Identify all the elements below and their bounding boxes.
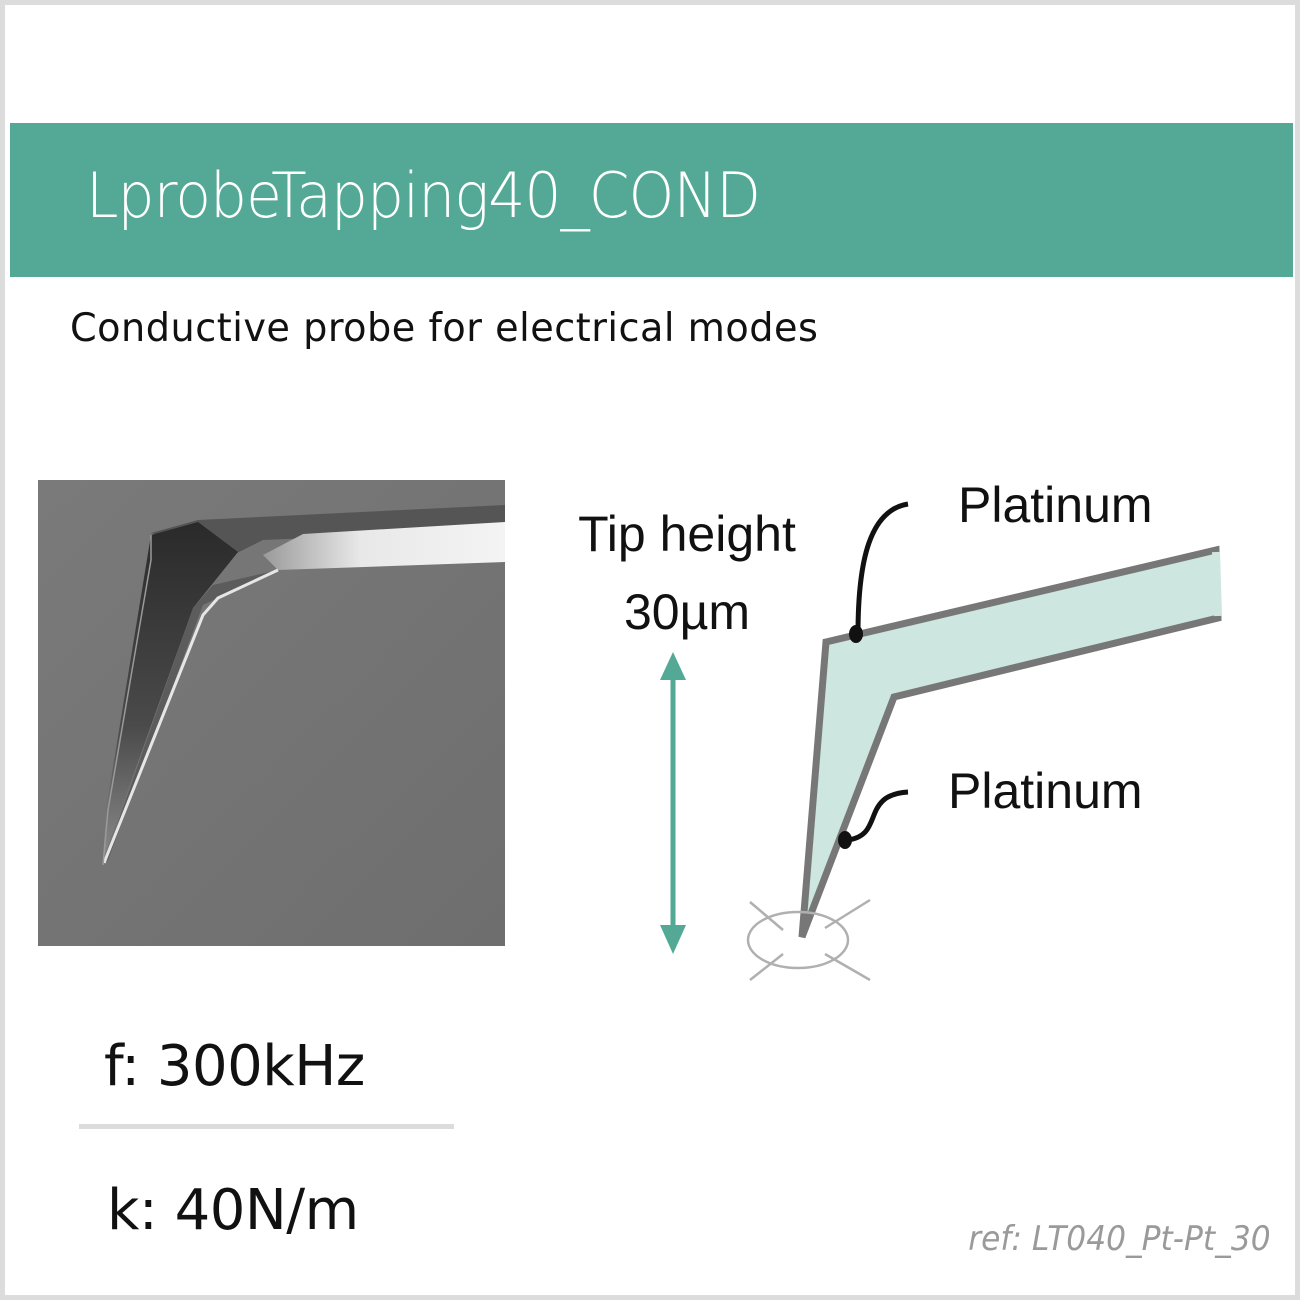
probe-diagram [540,470,1240,990]
platinum-leader-top-icon [849,501,909,643]
sem-probe-illustration [38,480,505,946]
frequency-spec: f: 300kHz [104,1034,365,1099]
coating-label-cantilever: Platinum [958,477,1153,533]
reference-code: ref: LT040_Pt-Pt_30 [968,1219,1271,1259]
tip-height-label: Tip height 30µm [552,496,822,651]
platinum-leader-tip-icon [838,789,909,849]
probe-coating-schematic [660,501,1222,982]
product-title: LprobeTapping40_COND [86,159,761,232]
coating-label-tip: Platinum [948,763,1143,819]
tip-height-text: Tip height [578,506,796,562]
title-banner: LprobeTapping40_COND [10,123,1293,277]
surface-target-icon [746,898,871,982]
tip-height-arrow-icon [660,652,686,954]
spec-divider [79,1124,454,1129]
product-subtitle: Conductive probe for electrical modes [70,306,819,351]
tip-height-value: 30µm [623,583,751,640]
spring-constant-spec: k: 40N/m [107,1178,359,1243]
sem-probe-image [38,480,505,946]
